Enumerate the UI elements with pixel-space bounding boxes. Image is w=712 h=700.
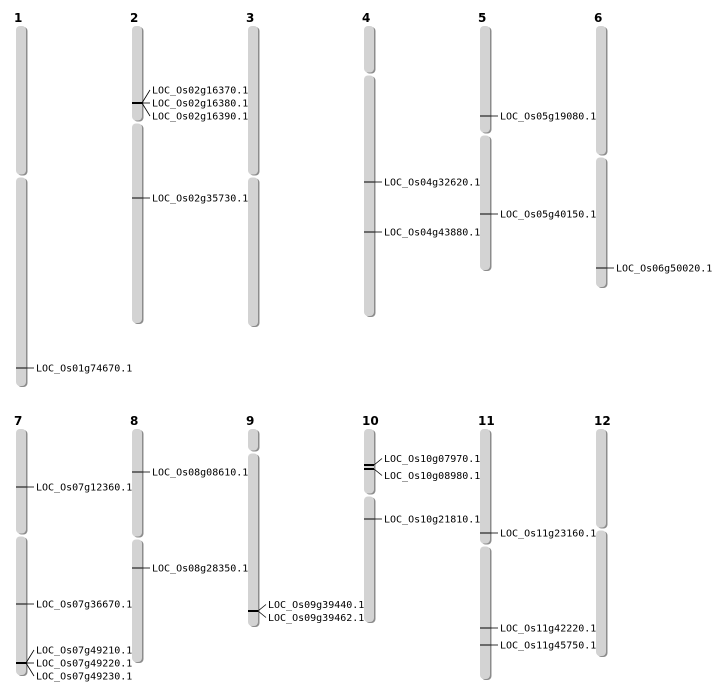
chromosome-label: 9 (246, 414, 254, 428)
chromosome-2: 2LOC_Os02g16370.1LOC_Os02g16380.1LOC_Os0… (130, 11, 248, 324)
gene-connector (141, 102, 151, 117)
gene-label: LOC_Os08g08610.1 (152, 468, 248, 479)
gene-connector (141, 89, 151, 104)
gene-connector (373, 458, 383, 466)
gene-label: LOC_Os08g28350.1 (152, 564, 248, 575)
gene-label: LOC_Os05g19080.1 (500, 112, 596, 123)
gene-label: LOC_Os11g45750.1 (500, 641, 596, 652)
chromosome-7: 7LOC_Os07g12360.1LOC_Os07g36670.1LOC_Os0… (14, 414, 132, 683)
chromosome-arm-q (248, 177, 258, 326)
chromosome-arm-q (480, 135, 490, 270)
chromosome-11: 11LOC_Os11g23160.1LOC_Os11g42220.1LOC_Os… (478, 414, 596, 680)
chromosome-label: 3 (246, 11, 254, 25)
gene-label: LOC_Os10g21810.1 (384, 515, 480, 526)
gene-connector (257, 610, 267, 618)
chromosome-arm-p (596, 429, 606, 528)
chromosome-arm-q (480, 546, 490, 679)
gene-connector (257, 604, 267, 612)
chromosome-arm-p (364, 429, 374, 494)
chromosome-arm-q (132, 539, 142, 662)
gene-label: LOC_Os04g43880.1 (384, 228, 480, 239)
gene-label: LOC_Os10g08980.1 (384, 471, 480, 482)
gene-label: LOC_Os09g39440.1 (268, 600, 364, 611)
chromosome-arm-q (596, 157, 606, 287)
chromosome-12: 12 (594, 414, 611, 657)
chromosome-10: 10LOC_Os10g07970.1LOC_Os10g08980.1LOC_Os… (362, 414, 480, 623)
chromosome-label: 11 (478, 414, 495, 428)
gene-label: LOC_Os09g39462.1 (268, 613, 364, 624)
gene-label: LOC_Os07g12360.1 (36, 483, 132, 494)
gene-label: LOC_Os01g74670.1 (36, 364, 132, 375)
chromosome-arm-q (596, 530, 606, 656)
chromosome-arm-p (480, 429, 490, 544)
chromosome-arm-p (248, 26, 258, 175)
chromosome-label: 4 (362, 11, 370, 25)
chromosome-label: 1 (14, 11, 22, 25)
gene-label: LOC_Os07g36670.1 (36, 600, 132, 611)
gene-label: LOC_Os11g42220.1 (500, 624, 596, 635)
gene-connector (25, 649, 35, 664)
chromosome-arm-q (248, 453, 258, 626)
gene-label: LOC_Os02g35730.1 (152, 194, 248, 205)
chromosome-arm-q (132, 123, 142, 323)
chromosome-arm-p (16, 429, 26, 534)
gene-label: LOC_Os04g32620.1 (384, 178, 480, 189)
chromosome-arm-p (596, 26, 606, 155)
chromosome-arm-p (132, 429, 142, 537)
gene-label: LOC_Os05g40150.1 (500, 210, 596, 221)
gene-label: LOC_Os11g23160.1 (500, 529, 596, 540)
gene-connector (25, 662, 35, 677)
chromosome-arm-p (248, 429, 258, 451)
gene-label: LOC_Os02g16380.1 (152, 99, 248, 110)
chromosome-arm-q (16, 177, 26, 386)
chromosome-3: 3 (246, 11, 260, 327)
gene-label: LOC_Os07g49220.1 (36, 659, 132, 670)
chromosome-label: 6 (594, 11, 602, 25)
chromosome-label: 2 (130, 11, 138, 25)
chromosome-arm-q (16, 536, 26, 675)
chromosome-label: 10 (362, 414, 379, 428)
chromosome-arm-p (480, 26, 490, 133)
gene-label: LOC_Os10g07970.1 (384, 454, 480, 465)
gene-connector (373, 468, 383, 476)
chromosome-label: 5 (478, 11, 486, 25)
chromosome-label: 12 (594, 414, 611, 428)
chromosome-arm-p (132, 26, 142, 121)
chromosome-arm-q (364, 75, 374, 316)
gene-label: LOC_Os02g16370.1 (152, 86, 248, 97)
gene-label: LOC_Os06g50020.1 (616, 264, 712, 275)
chromosome-label: 7 (14, 414, 22, 428)
chromosome-arm-p (16, 26, 26, 175)
chromosome-arm-q (364, 496, 374, 622)
gene-label: LOC_Os02g16390.1 (152, 112, 248, 123)
chromosome-arm-p (364, 26, 374, 73)
gene-label: LOC_Os07g49210.1 (36, 646, 132, 657)
gene-label: LOC_Os07g49230.1 (36, 672, 132, 683)
chromosome-label: 8 (130, 414, 138, 428)
